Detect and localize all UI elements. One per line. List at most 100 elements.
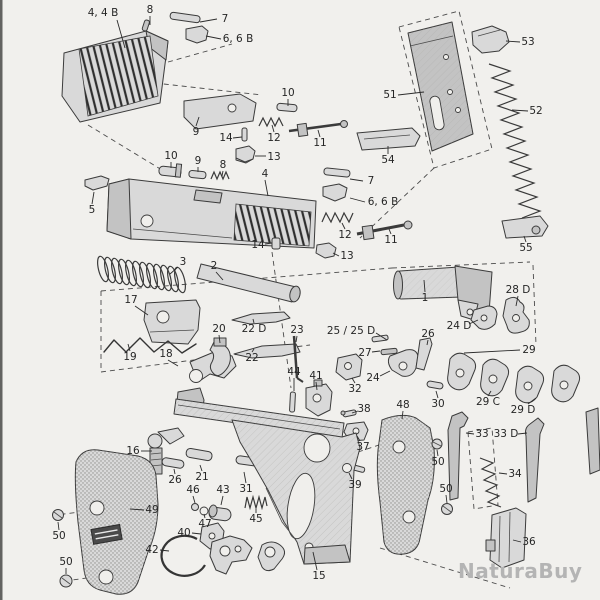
leader-line-9 — [195, 116, 200, 127]
part-label-50: 50 — [439, 483, 452, 495]
leader-line-4 — [264, 179, 269, 197]
slide-serrations — [78, 35, 159, 117]
part-label-40: 40 — [177, 527, 190, 539]
part-label-50: 50 — [431, 456, 444, 468]
firing-pin-parts-mid — [315, 167, 413, 259]
trigger-bar-d — [231, 311, 291, 325]
part-label-42: 42 — [145, 544, 158, 556]
leader-line-8 — [221, 170, 224, 177]
firing-pin-spring — [258, 116, 284, 128]
grip-screws — [52, 438, 453, 588]
decocking-levers — [470, 296, 530, 334]
grip-logo — [90, 523, 123, 545]
part-label-53: 53 — [521, 36, 534, 48]
leader-line-55 — [523, 235, 527, 243]
part-label-19: 19 — [123, 351, 136, 363]
part-label-10: 10 — [164, 150, 177, 162]
part-label-7: 7 — [368, 175, 375, 187]
recoil-group — [97, 237, 301, 303]
part-label-54: 54 — [381, 154, 395, 166]
leader-line-24-D — [468, 319, 479, 325]
part-label-22: 22 — [245, 352, 258, 364]
watermark-naturabuy: NaturaBuy — [458, 559, 583, 583]
extractor — [84, 175, 110, 191]
part-label-50: 50 — [59, 556, 72, 568]
part-label-26: 26 — [168, 474, 182, 486]
barrel-group — [393, 265, 493, 321]
part-label-49: 49 — [145, 504, 158, 516]
part-label-11: 11 — [313, 137, 326, 149]
leader-line-25-25-D — [375, 332, 388, 341]
leader-line-24 — [379, 370, 391, 377]
leader-line-20 — [218, 334, 221, 344]
leader-line-28-D — [515, 295, 519, 307]
hammer-strut-d — [525, 417, 545, 503]
part-label-51: 51 — [383, 89, 396, 101]
leader-line-49 — [129, 508, 145, 511]
part-label-18: 18 — [159, 348, 172, 360]
slide-top-assembly — [61, 30, 169, 123]
leader-line-17 — [134, 305, 149, 316]
leader-line-53 — [505, 40, 521, 43]
part-label-52: 52 — [529, 105, 542, 117]
leader-line-31 — [243, 471, 247, 484]
hammer-strut-group — [447, 407, 600, 569]
part-label-48: 48 — [396, 399, 409, 411]
part-label-4-4-B: 4, 4 B — [88, 7, 119, 19]
frame-group — [173, 387, 361, 565]
firing-pin-parts-top — [141, 11, 421, 164]
part-label-45: 45 — [249, 513, 262, 525]
part-label-24: 24 — [366, 372, 380, 384]
leader-line-6-6-B — [205, 35, 222, 40]
leader-line-40 — [191, 532, 202, 535]
leader-line-50 — [436, 449, 439, 457]
leader-line-41 — [315, 381, 318, 391]
hammer-strut — [447, 411, 469, 501]
decocking-assembly — [209, 535, 253, 575]
part-label-14: 14 — [251, 239, 265, 251]
part-label-29-D: 29 D — [511, 404, 536, 416]
leader-line-7 — [199, 18, 218, 23]
grip-opening — [286, 472, 316, 540]
part-label-34: 34 — [508, 468, 522, 480]
locking-insert — [143, 299, 201, 345]
leader-line-21 — [199, 464, 203, 472]
part-label-4: 4 — [262, 168, 269, 180]
leader-line-19 — [127, 343, 131, 352]
leader-line-5 — [91, 191, 95, 205]
leader-line-12 — [271, 124, 275, 133]
part-label-8: 8 — [147, 4, 154, 16]
part-label-9: 9 — [195, 155, 202, 167]
trigger — [209, 341, 231, 377]
part-label-33-D: 33 D — [494, 428, 519, 440]
part-label-27: 27 — [358, 347, 371, 359]
part-label-5: 5 — [89, 204, 96, 216]
slide-serrations — [233, 203, 312, 247]
part-label-14: 14 — [219, 132, 233, 144]
leader-line-14 — [264, 242, 273, 245]
grip-left — [74, 449, 159, 595]
part-label-20: 20 — [212, 323, 225, 335]
magazine-spring — [488, 63, 542, 219]
part-label-21: 21 — [195, 471, 208, 483]
part-label-6-6-B: 6, 6 B — [368, 196, 399, 208]
leader-line-30 — [435, 390, 439, 399]
trigger-bar — [233, 343, 301, 359]
part-label-41: 41 — [309, 370, 322, 382]
leader-line-46 — [192, 495, 196, 504]
leader-line-37 — [356, 435, 361, 442]
leader-line-32 — [351, 377, 356, 384]
leader-line-2 — [215, 271, 224, 281]
part-label-33: 33 — [475, 428, 488, 440]
recoil-spring-guide — [196, 263, 297, 303]
slide-mid-small-parts — [84, 145, 256, 191]
trigger-group — [103, 299, 304, 383]
part-label-25-25-D: 25 / 25 D — [327, 325, 375, 337]
leader-line-12 — [341, 222, 346, 230]
part-label-10: 10 — [281, 87, 294, 99]
part-label-50: 50 — [52, 530, 65, 542]
leader-line-7 — [349, 178, 364, 182]
